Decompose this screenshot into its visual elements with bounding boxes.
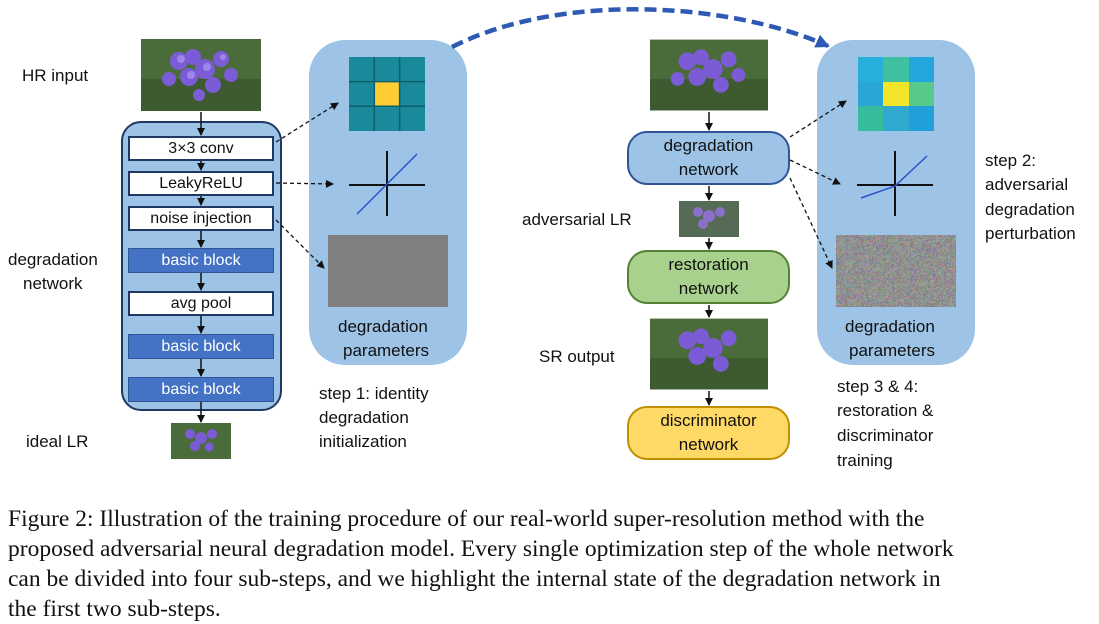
- step34-line3: discriminator: [837, 426, 934, 445]
- step2-line2: adversarial: [985, 175, 1069, 194]
- adversarial-lr-photo: [679, 201, 739, 237]
- identity-kernel-icon: [349, 57, 425, 131]
- conv-layer: 3×3 conv: [128, 136, 274, 161]
- figure-caption: Figure 2: Illustration of the training p…: [8, 504, 1096, 624]
- step1-line2: degradation: [319, 408, 409, 427]
- caption-line-2: proposed adversarial neural degradation …: [8, 536, 954, 562]
- step34-line1: step 3 & 4:: [837, 377, 919, 396]
- step2-line3: degradation: [985, 200, 1075, 219]
- discriminator-network-node-line2: network: [678, 435, 739, 454]
- zero-noise-icon: [328, 235, 448, 307]
- basic-block-layer-3: basic block: [128, 377, 274, 402]
- avg-pool-layer: avg pool: [128, 291, 274, 316]
- noise-injection-layer: noise injection: [128, 206, 274, 231]
- left-panel-title-2: parameters: [343, 341, 429, 360]
- discriminator-network-node-line1: discriminator: [660, 411, 757, 430]
- restoration-network-node: restoration network: [627, 250, 790, 304]
- perturbed-activation-plot-icon: [857, 151, 933, 216]
- degradation-network-node-line1: degradation: [663, 136, 754, 155]
- discriminator-network-node: discriminator network: [627, 406, 790, 460]
- step34-line2: restoration &: [837, 401, 934, 420]
- step1-line3: initialization: [319, 432, 407, 451]
- noise-map-icon: [836, 235, 956, 307]
- step34-line4: training: [837, 451, 893, 470]
- sr-output-photo: [650, 318, 768, 390]
- caption-line-1: Figure 2: Illustration of the training p…: [8, 506, 925, 532]
- caption-line-4: the first two sub-steps.: [8, 596, 221, 622]
- right-panel-title-2: parameters: [849, 341, 935, 360]
- degradation-network-label-1: degradation: [8, 250, 98, 269]
- left-panel-title-1: degradation: [338, 317, 428, 336]
- step2-line1: step 2:: [985, 151, 1037, 170]
- leaky-relu-layer: LeakyReLU: [128, 171, 274, 196]
- degradation-network-node-line2: network: [678, 160, 739, 179]
- hr-input-label: HR input: [22, 66, 89, 85]
- identity-activation-plot-icon: [349, 151, 425, 216]
- step2-line4: perturbation: [985, 224, 1076, 243]
- ideal-lr-photo: [171, 423, 231, 459]
- right-input-photo: [650, 39, 768, 111]
- restoration-network-node-line2: network: [678, 279, 739, 298]
- perturbed-kernel-icon: [858, 57, 934, 131]
- ideal-lr-label: ideal LR: [26, 432, 89, 451]
- right-panel-title-1: degradation: [845, 317, 935, 336]
- basic-block-layer-2: basic block: [128, 334, 274, 359]
- restoration-network-node-line1: restoration: [668, 255, 749, 274]
- degradation-network-label-2: network: [23, 274, 83, 293]
- sr-output-label: SR output: [539, 347, 615, 366]
- basic-block-layer-1: basic block: [128, 248, 274, 273]
- adversarial-lr-label: adversarial LR: [522, 210, 632, 229]
- hr-input-photo: [141, 39, 261, 111]
- degradation-network-node: degradation network: [627, 131, 790, 185]
- caption-line-3: can be divided into four sub-steps, and …: [8, 566, 941, 592]
- flower-photo-icon: [141, 39, 261, 111]
- step1-line1: step 1: identity: [319, 384, 429, 403]
